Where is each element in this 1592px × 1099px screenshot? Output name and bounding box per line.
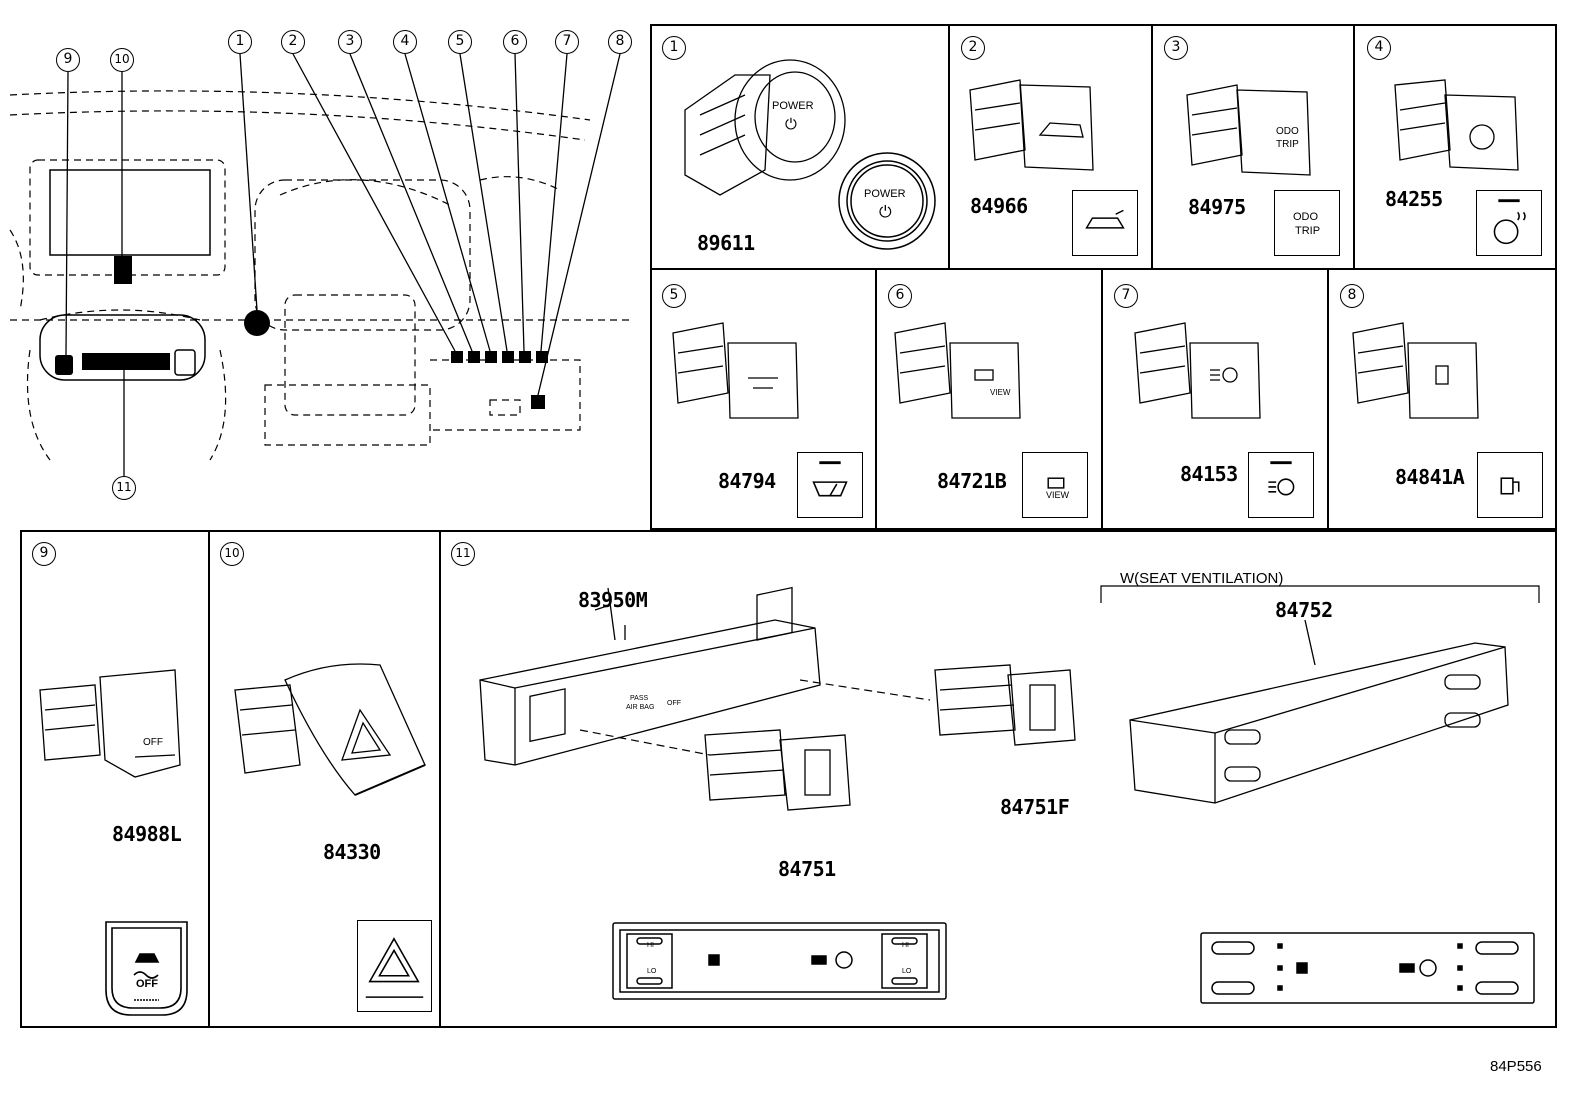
callout-2: 2 xyxy=(281,30,305,54)
cell-9-number: 9 xyxy=(32,542,56,566)
power-symbol-icon: ⏻ xyxy=(785,115,797,133)
hazard-switch-illustration xyxy=(230,655,430,800)
wiper-deicer-icon xyxy=(797,452,863,518)
part-number: 84752 xyxy=(1275,598,1333,622)
cell-5-number: 5 xyxy=(662,284,686,308)
odo-icon-label: ODO xyxy=(1293,211,1319,223)
cell-2-number: 2 xyxy=(961,36,985,60)
variant-label: W(SEAT VENTILATION) xyxy=(1120,570,1284,587)
part-number: 84841A xyxy=(1395,465,1465,489)
panel-lo-label-right: LO xyxy=(902,968,912,975)
odo-trip-icon xyxy=(1274,190,1340,256)
odo-trip-switch-illustration xyxy=(1182,80,1322,180)
tc-off-label: OFF xyxy=(143,737,163,748)
fuel-door-switch-illustration xyxy=(1348,318,1488,423)
view-label: VIEW xyxy=(990,388,1011,397)
cell-4-number: 4 xyxy=(1367,36,1391,60)
airbag-label: AIR BAG xyxy=(626,704,655,711)
callout-7: 7 xyxy=(555,30,579,54)
part-number: 84330 xyxy=(323,840,381,864)
odo-label: ODO xyxy=(1276,126,1299,137)
liftgate-switch-illustration xyxy=(965,75,1105,175)
traction-control-switch-illustration xyxy=(35,665,185,780)
cell-10-number: 10 xyxy=(220,542,244,566)
power-button-symbol-icon: ⏻ xyxy=(879,202,892,221)
hazard-triangle-icon xyxy=(357,920,432,1012)
callout-9: 9 xyxy=(56,48,80,72)
seat-heater-switch-illustration xyxy=(700,725,860,815)
part-number: 83950M xyxy=(578,588,648,612)
cell-11-number: 11 xyxy=(451,542,475,566)
callout-6: 6 xyxy=(503,30,527,54)
cell-3-number: 3 xyxy=(1164,36,1188,60)
part-number: 84153 xyxy=(1180,462,1238,486)
ventilation-panel-icon xyxy=(1200,932,1535,1004)
traction-control-off-icon xyxy=(104,920,189,1017)
power-button-icon xyxy=(836,150,938,252)
part-number: 84975 xyxy=(1188,195,1246,219)
seat-heater-switch-f-illustration xyxy=(930,660,1080,750)
part-number: 84751 xyxy=(778,857,836,881)
panel-hi-label-left: HI xyxy=(647,942,654,949)
pass-label: PASS xyxy=(630,695,649,702)
part-number: 84721B xyxy=(937,469,1007,493)
ventilation-panel-illustration xyxy=(1125,619,1510,805)
callout-1: 1 xyxy=(228,30,252,54)
heated-steering-switch-illustration xyxy=(1390,75,1530,175)
rear-liftgate-icon xyxy=(1072,190,1138,256)
dashboard-overview-illustration xyxy=(0,20,650,510)
panel-lo-label-left: LO xyxy=(647,968,657,975)
trip-icon-label: TRIP xyxy=(1295,225,1321,237)
part-number: 84966 xyxy=(970,194,1028,218)
panel-hi-label-right: HI xyxy=(902,942,909,949)
view-switch-illustration xyxy=(890,318,1030,423)
cell-8-number: 8 xyxy=(1340,284,1364,308)
trip-label: TRIP xyxy=(1276,139,1299,150)
wiper-switch-illustration xyxy=(668,318,808,423)
diagram-code: 84P556 xyxy=(1490,1058,1542,1075)
callout-3: 3 xyxy=(338,30,362,54)
part-number: 84988L xyxy=(112,822,182,846)
callout-8: 8 xyxy=(608,30,632,54)
cell-11 xyxy=(439,530,1557,1028)
power-switch-label: POWER xyxy=(772,100,814,112)
off-label: OFF xyxy=(667,700,681,707)
part-number: 89611 xyxy=(697,231,755,255)
view-icon-label: VIEW xyxy=(1046,490,1070,500)
variant-bracket xyxy=(1100,585,1540,603)
connector-lines xyxy=(540,679,940,780)
cell-6-number: 6 xyxy=(888,284,912,308)
power-button-label: POWER xyxy=(864,188,906,200)
fuel-door-icon xyxy=(1477,452,1543,518)
part-number: 84751F xyxy=(1000,795,1070,819)
camera-view-icon xyxy=(1022,452,1088,518)
cell-8 xyxy=(1327,268,1557,530)
part-number: 84255 xyxy=(1385,187,1443,211)
power-switch-illustration xyxy=(675,55,855,205)
part-number: 84794 xyxy=(718,469,776,493)
cell-1-number: 1 xyxy=(662,36,686,60)
tc-off-icon-label: OFF xyxy=(136,978,158,990)
callout-4: 4 xyxy=(393,30,417,54)
cell-7-number: 7 xyxy=(1114,284,1138,308)
callout-11: 11 xyxy=(112,476,136,500)
switch-base-illustration xyxy=(475,586,835,770)
seat-heater-panel-icon xyxy=(612,922,947,1000)
callout-5: 5 xyxy=(448,30,472,54)
auto-high-beam-switch-illustration xyxy=(1130,318,1270,423)
heated-steering-wheel-icon xyxy=(1476,190,1542,256)
auto-high-beam-icon xyxy=(1248,452,1314,518)
callout-10: 10 xyxy=(110,48,134,72)
